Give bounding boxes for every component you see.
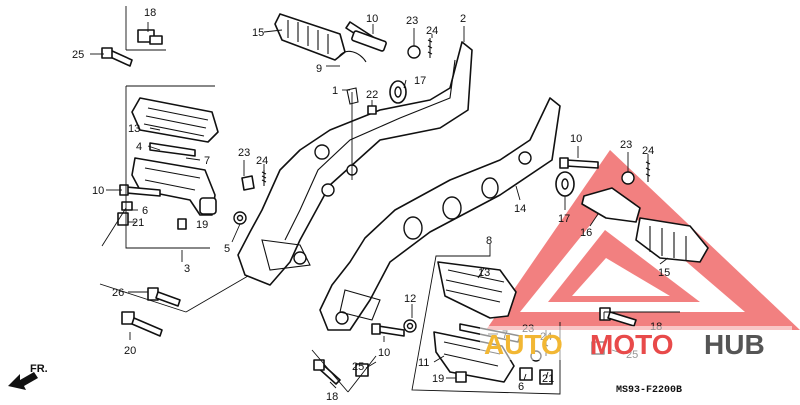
callout-12: 12: [404, 293, 416, 305]
callout-1: 1: [332, 85, 338, 97]
callout-2: 2: [460, 13, 466, 25]
callout-10: 10: [570, 133, 582, 145]
leader-lines: [90, 6, 680, 395]
callout-24: 24: [256, 155, 268, 167]
callout-13: 13: [128, 123, 140, 135]
callout-23: 23: [238, 147, 250, 159]
callout-17: 17: [414, 75, 426, 87]
right-hardware: [555, 157, 709, 355]
callout-22: 22: [366, 89, 378, 101]
callout-11: 11: [418, 357, 429, 369]
main-step-bracket: [237, 41, 473, 286]
callout-25: 25: [72, 49, 84, 61]
callout-21: 21: [542, 373, 554, 385]
callout-24: 24: [642, 145, 654, 157]
watermark-moto: MOTO: [590, 329, 673, 360]
watermark-hub: HUB: [704, 329, 765, 360]
callout-18: 18: [326, 391, 338, 403]
callout-24: 24: [426, 25, 438, 37]
callout-19: 19: [196, 219, 208, 231]
callout-6: 6: [518, 381, 524, 393]
callout-16: 16: [580, 227, 592, 239]
left-hardware: [101, 29, 267, 337]
front-direction-arrow: FR.: [8, 363, 48, 390]
callout-20: 20: [124, 345, 136, 357]
callout-8: 8: [486, 235, 492, 247]
callout-6: 6: [142, 205, 148, 217]
watermark-auto: AUTO: [484, 329, 563, 360]
callout-10: 10: [92, 185, 104, 197]
callout-25: 25: [352, 361, 364, 373]
callout-19: 19: [432, 373, 444, 385]
watermark-text: AUTO MOTO HUB: [480, 326, 792, 360]
callout-5: 5: [224, 243, 230, 255]
callout-10: 10: [378, 347, 390, 359]
callout-14: 14: [514, 203, 526, 215]
callout-10: 10: [366, 13, 378, 25]
callout-15: 15: [252, 27, 264, 39]
callout-7: 7: [204, 155, 210, 167]
callout-9: 9: [316, 63, 322, 75]
callout-21: 21: [132, 217, 144, 229]
callout-3: 3: [184, 263, 190, 275]
callout-18: 18: [144, 7, 156, 19]
rear-step-bracket: [319, 97, 561, 331]
diagram-code: MS93-F2200B: [616, 385, 682, 396]
callout-23: 23: [620, 139, 632, 151]
upper-rubber-peg: [274, 13, 433, 115]
callout-17: 17: [558, 213, 570, 225]
left-step-assembly: [117, 97, 219, 230]
callout-4: 4: [136, 141, 142, 153]
callout-26: 26: [112, 287, 124, 299]
callout-23: 23: [406, 15, 418, 27]
front-direction-label: FR.: [30, 363, 48, 375]
callout-13: 13: [478, 267, 490, 279]
callout-15: 15: [658, 267, 670, 279]
